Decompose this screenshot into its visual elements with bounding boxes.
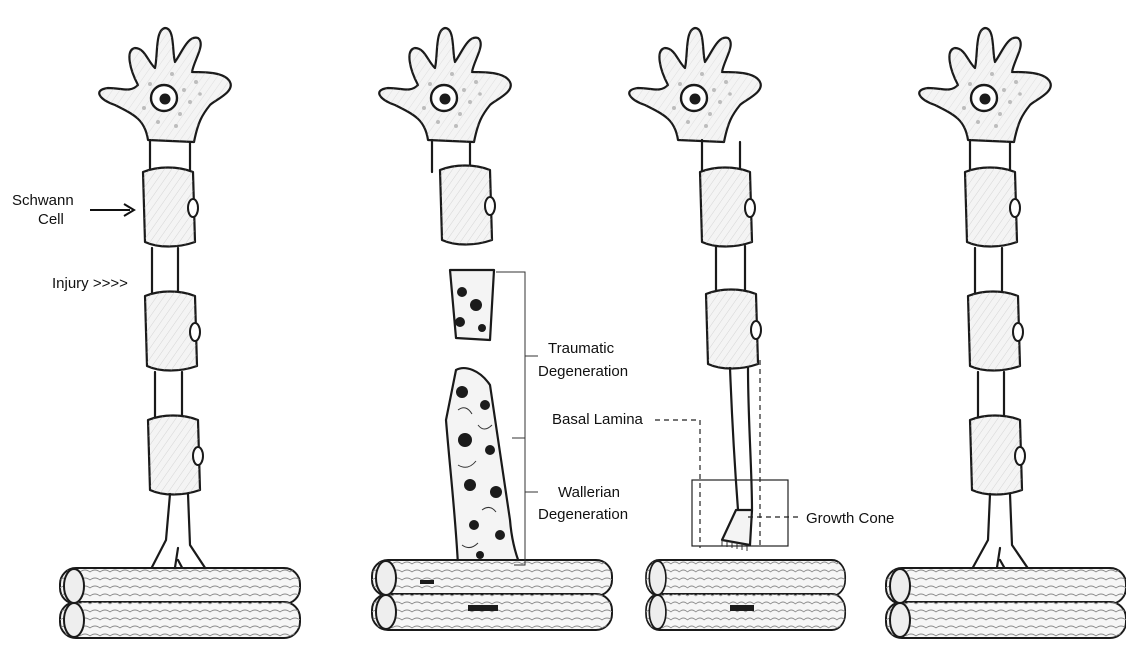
neuron-regeneration	[629, 28, 845, 630]
label-basal-lamina: Basal Lamina	[552, 411, 644, 428]
label-injury: Injury >>>>	[52, 275, 128, 292]
neuron-degeneration	[372, 28, 612, 630]
label-traumatic-line1: Traumatic	[548, 340, 615, 357]
neuron-normal	[60, 28, 300, 638]
label-traumatic-line2: Degeneration	[538, 363, 628, 380]
neuron-restored	[886, 28, 1126, 638]
label-wallerian-line1: Wallerian	[558, 484, 620, 501]
label-schwann-line1: Schwann	[12, 192, 74, 209]
label-growth-cone: Growth Cone	[806, 510, 894, 527]
label-schwann-line2: Cell	[38, 211, 64, 228]
label-wallerian-line2: Degeneration	[538, 506, 628, 523]
